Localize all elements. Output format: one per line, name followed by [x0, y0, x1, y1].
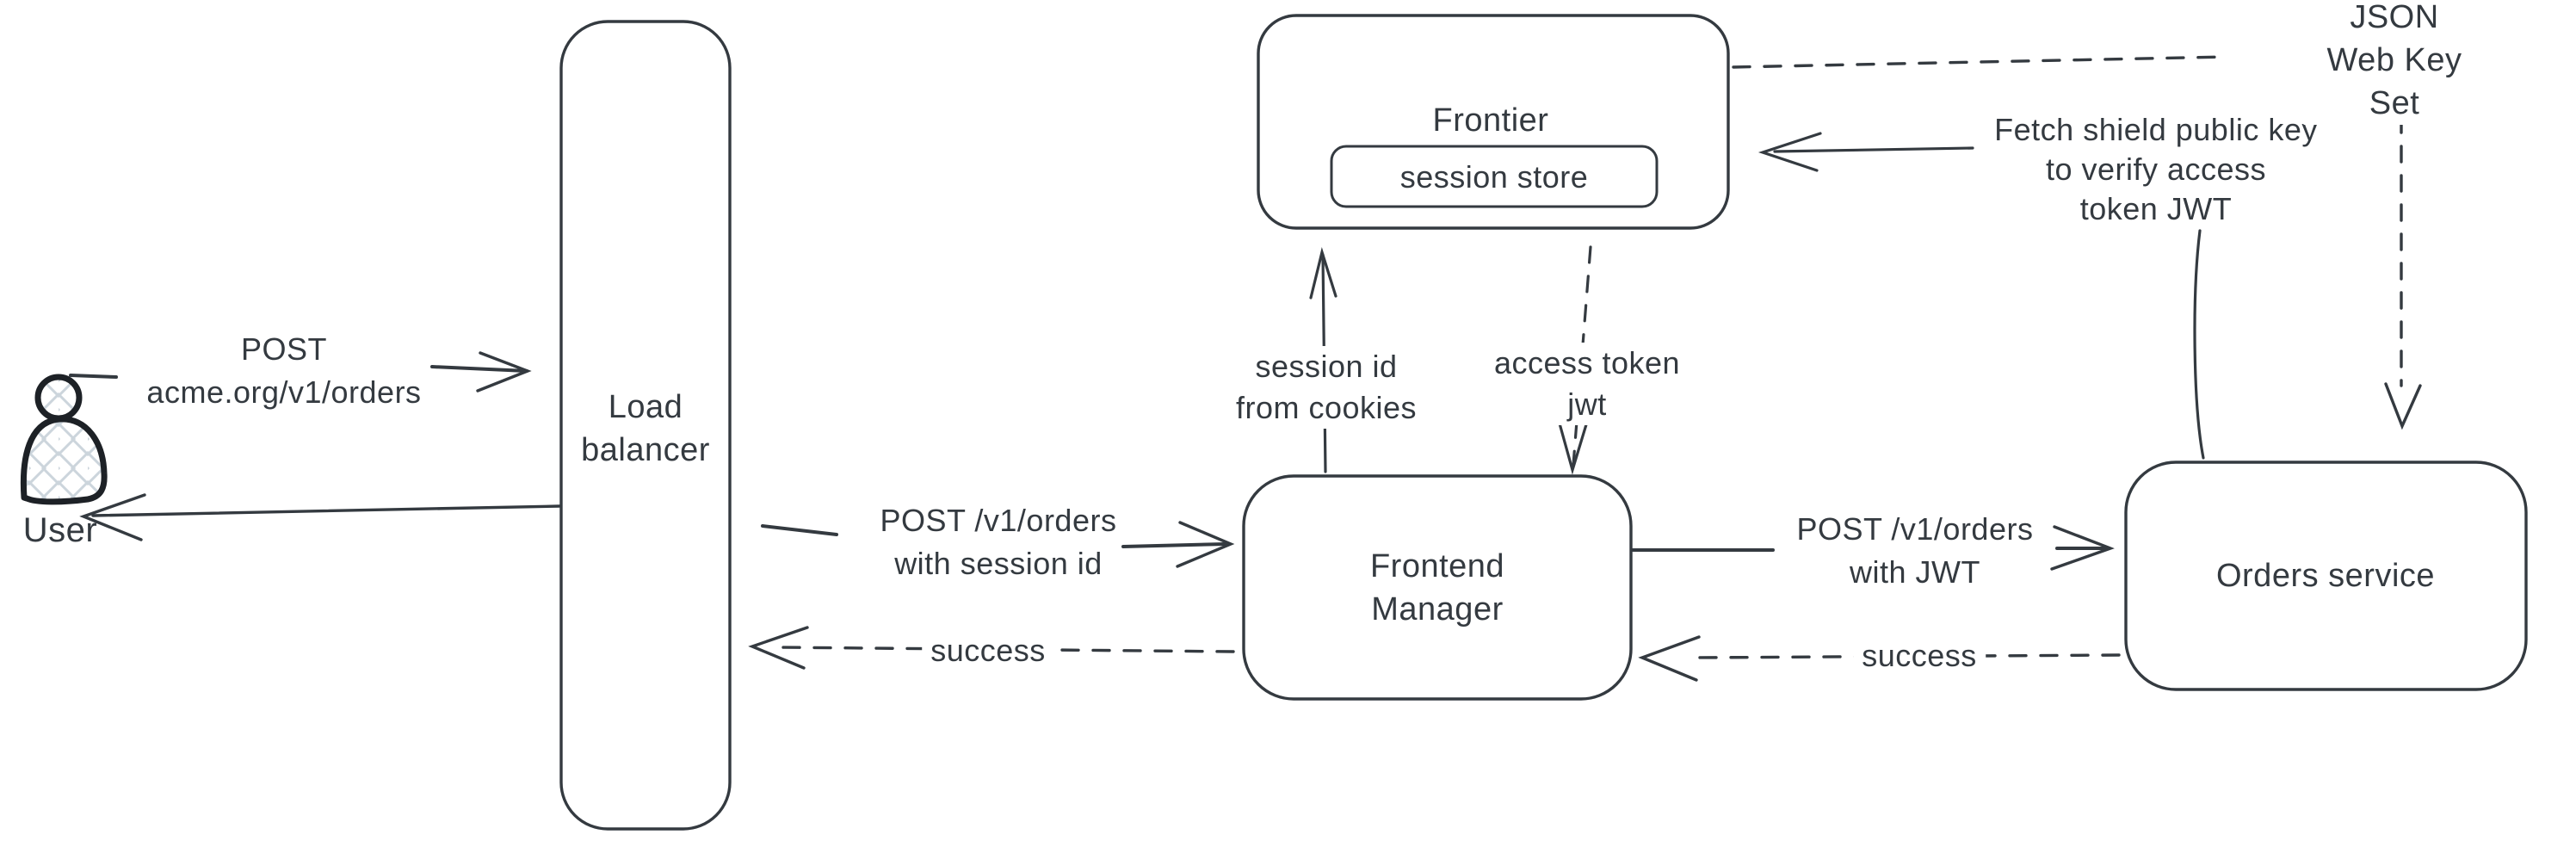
- user-icon: [20, 374, 108, 505]
- load-balancer-box: [559, 20, 732, 831]
- orders-service-box: [2124, 461, 2528, 691]
- edge-orders-success: [1638, 635, 2121, 682]
- edge-access-token: [1558, 245, 1592, 475]
- edge-session-lookup: [1309, 247, 1337, 473]
- edge-jwks: [1732, 55, 2422, 430]
- edge-fm-forward: [1631, 525, 2115, 571]
- user-head-icon: [34, 374, 83, 422]
- frontend-manager-box: [1242, 474, 1633, 701]
- edge-fetch-key: [1757, 132, 2205, 460]
- user-body-icon: [20, 416, 108, 505]
- edge-lb-response: [79, 493, 561, 541]
- edge-user-request: [69, 351, 532, 393]
- edge-fm-success: [748, 626, 1235, 670]
- session-store-box: [1330, 145, 1659, 208]
- edge-lb-forward: [761, 521, 1235, 568]
